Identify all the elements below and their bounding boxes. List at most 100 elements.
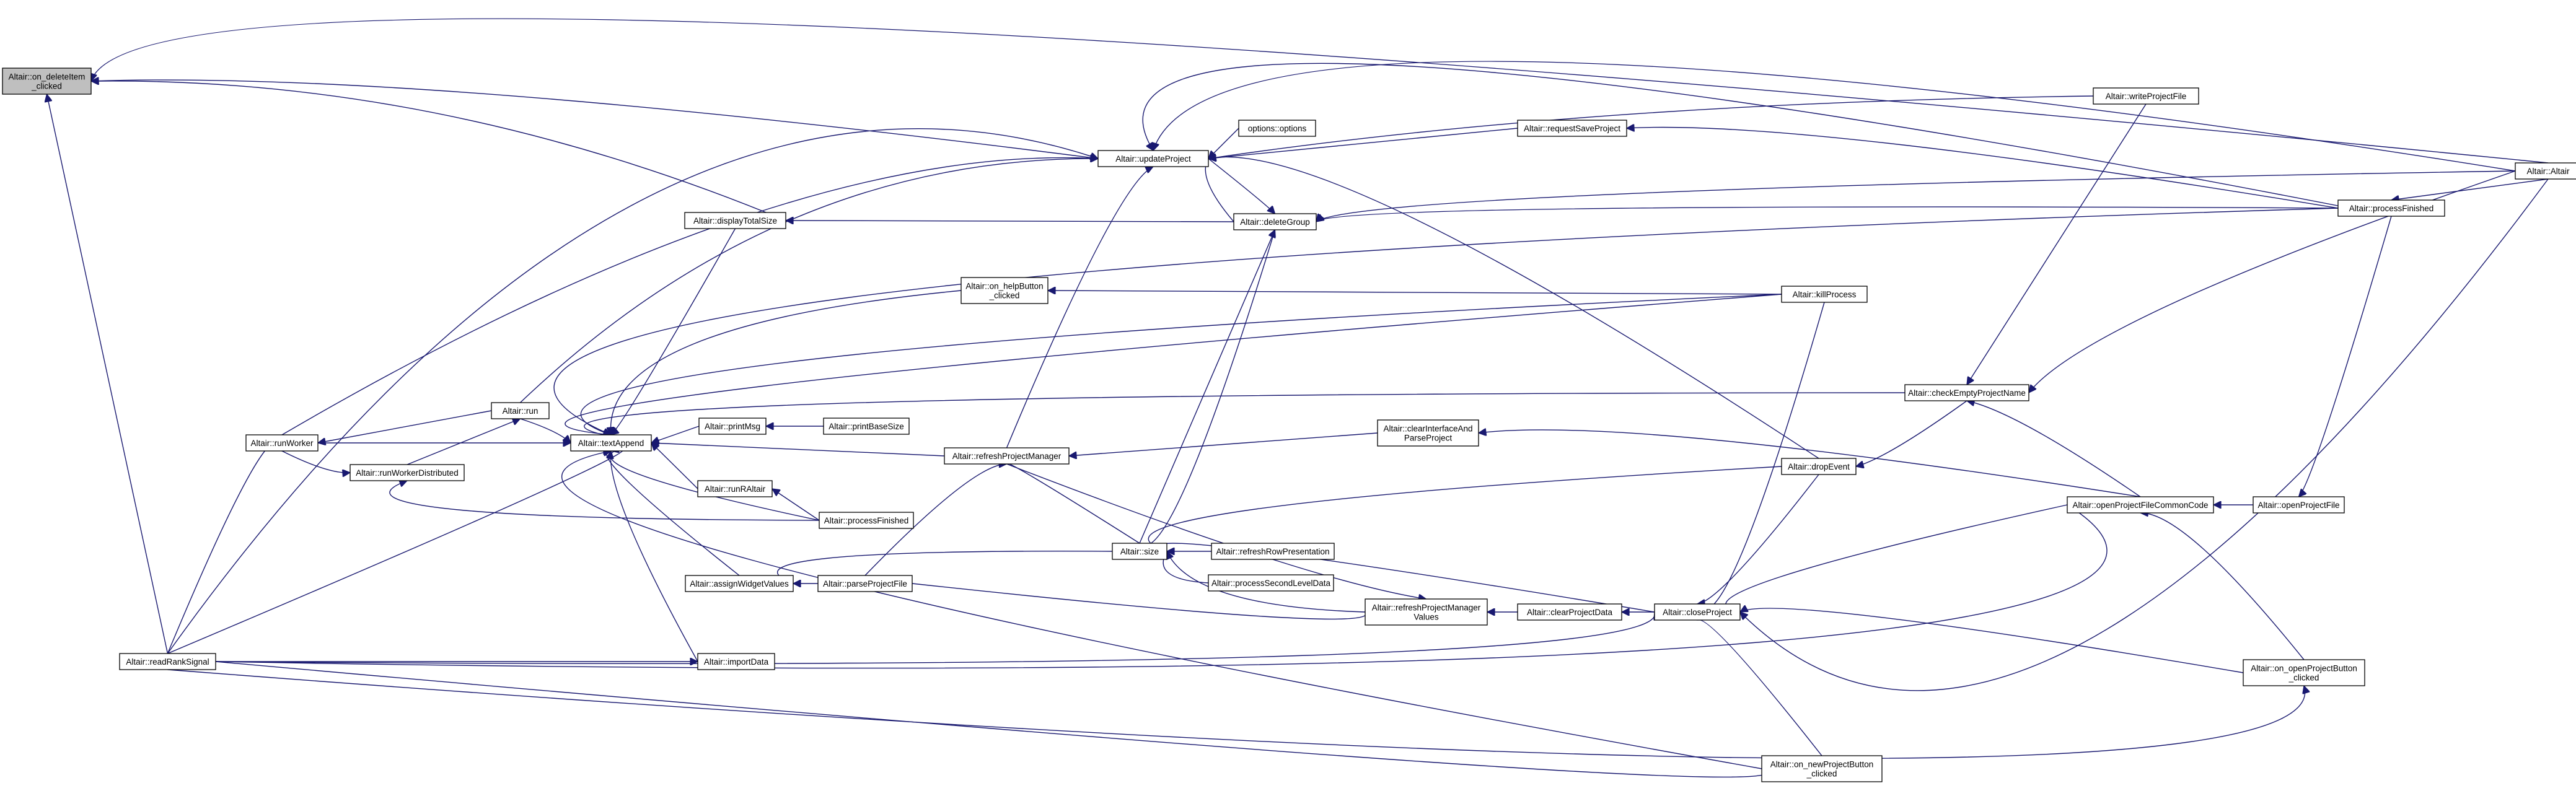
call-edge [1697,620,1822,756]
function-node-clearProjectData[interactable]: Altair::clearProjectData [1517,603,1622,621]
function-node-requestSaveProject[interactable]: Altair::requestSaveProject [1517,120,1627,137]
function-node-killProcess[interactable]: Altair::killProcess [1781,286,1868,303]
function-node-updateProject[interactable]: Altair::updateProject [1097,150,1209,167]
function-node-checkEmptyProjectName[interactable]: Altair::checkEmptyProjectName [1904,384,2029,401]
call-edge [389,481,820,521]
node-label: Altair::dropEvent [1788,462,1850,471]
function-node-options[interactable]: options::options [1238,120,1316,137]
node-label: Altair::assignWidgetValues [690,579,789,588]
call-edge [167,669,2305,759]
function-node-importData[interactable]: Altair::importData [697,653,775,670]
call-edge [1048,291,1782,295]
node-box [2337,199,2445,217]
node-box [1781,286,1868,303]
call-edge [1208,128,1518,159]
node-label: _clicked [31,82,62,91]
call-edge [1740,178,2549,691]
node-box [2,68,92,95]
function-node-on_newProjectButton[interactable]: Altair::on_newProjectButton_clicked [1761,755,1883,782]
function-node-displayTotalSize[interactable]: Altair::displayTotalSize [684,212,786,229]
function-node-on_openProjectButton[interactable]: Altair::on_openProjectButton_clicked [2243,659,2365,686]
node-label: Altair::processFinished [824,516,909,525]
call-edge [565,294,1782,435]
function-node-refreshRowPresentation[interactable]: Altair::refreshRowPresentation [1211,543,1335,560]
call-edge [776,551,1113,584]
function-node-deleteGroup[interactable]: Altair::deleteGroup [1233,213,1317,230]
node-box [823,418,910,435]
call-edge [520,418,571,443]
function-node-openProjectFile[interactable]: Altair::openProjectFile [2253,496,2345,514]
call-edge [553,208,2339,435]
node-label: Altair::Altair [2526,167,2570,176]
node-box [817,575,913,592]
function-node-on_deleteItem[interactable]: Altair::on_deleteItem_clicked [2,68,92,95]
function-node-runWorkerDistributed[interactable]: Altair::runWorkerDistributed [349,464,465,481]
function-node-writeProjectFile[interactable]: Altair::writeProjectFile [2093,87,2199,105]
node-box [1517,603,1622,621]
call-edge [2140,513,2305,660]
call-edge [1163,551,1209,584]
call-edge [1006,167,1154,448]
node-label: Altair::processSecondLevelData [1211,579,1331,588]
function-node-textAppend[interactable]: Altair::textAppend [570,434,652,452]
function-node-on_helpButton[interactable]: Altair::on_helpButton_clicked [961,277,1048,304]
call-edge [2299,216,2392,497]
function-node-openProjectFileCommonCode[interactable]: Altair::openProjectFileCommonCode [2067,496,2214,514]
call-edge [1725,504,2068,612]
call-edge [610,290,962,435]
node-label: _clicked [989,291,1020,300]
call-edge [167,441,283,654]
function-node-processFinishedR[interactable]: Altair::processFinished [2337,199,2445,217]
function-node-printBaseSize[interactable]: Altair::printBaseSize [823,418,910,435]
function-node-run[interactable]: Altair::run [491,402,550,419]
function-node-printMsg[interactable]: Altair::printMsg [698,418,767,435]
function-node-size[interactable]: Altair::size [1112,543,1167,560]
call-edge [1479,430,2141,497]
call-edge [584,392,1906,443]
node-label: Altair::requestSaveProject [1524,124,1620,133]
node-label: Altair::on_helpButton [965,282,1043,291]
call-edge [1069,432,1378,456]
call-edge [215,505,2108,669]
function-node-assignWidgetValues[interactable]: Altair::assignWidgetValues [685,575,794,592]
node-label: Altair::size [1120,547,1159,556]
function-node-processSecondLevelData[interactable]: Altair::processSecondLevelData [1208,574,1334,592]
node-label: Altair::runRAltair [705,484,766,494]
function-node-readRankSignal[interactable]: Altair::readRankSignal [119,653,216,670]
node-box [1097,150,1209,167]
node-box [245,434,319,452]
node-box [961,277,1048,304]
call-edge [1208,157,1819,459]
node-box [2093,87,2199,105]
call-edge [561,451,1762,769]
node-label: Altair::openProjectFile [2257,501,2339,510]
function-node-processFinishedL[interactable]: Altair::processFinished [819,512,914,529]
function-node-runWorker[interactable]: Altair::runWorker [245,434,319,452]
node-label: Altair::runWorker [250,439,314,448]
call-edge [407,419,521,465]
call-edge [1967,103,2147,385]
node-label: Altair::deleteGroup [1240,217,1310,227]
node-box [1761,755,1883,782]
function-node-refreshProjectManager[interactable]: Altair::refreshProjectManager [944,447,1070,465]
call-edge [651,443,945,457]
node-box [2253,496,2345,514]
call-edge [1740,608,2244,673]
function-node-parseProjectFile[interactable]: Altair::parseProjectFile [817,575,913,592]
node-label: Values [1413,613,1439,622]
node-box [944,447,1070,465]
node-label: _clicked [2288,673,2319,683]
function-node-dropEvent[interactable]: Altair::dropEvent [1781,458,1857,475]
function-node-Altair[interactable]: Altair::Altair [2515,162,2576,180]
node-label: Altair::on_openProjectButton [2251,664,2357,673]
node-label: Altair::openProjectFileCommonCode [2072,501,2208,510]
function-node-runRAltair[interactable]: Altair::runRAltair [697,480,773,497]
function-node-closeProject[interactable]: Altair::closeProject [1654,603,1741,621]
call-edge [580,294,1782,435]
node-label: Altair::writeProjectFile [2106,92,2187,101]
call-edge [607,451,740,576]
node-label: options::options [1248,124,1307,133]
